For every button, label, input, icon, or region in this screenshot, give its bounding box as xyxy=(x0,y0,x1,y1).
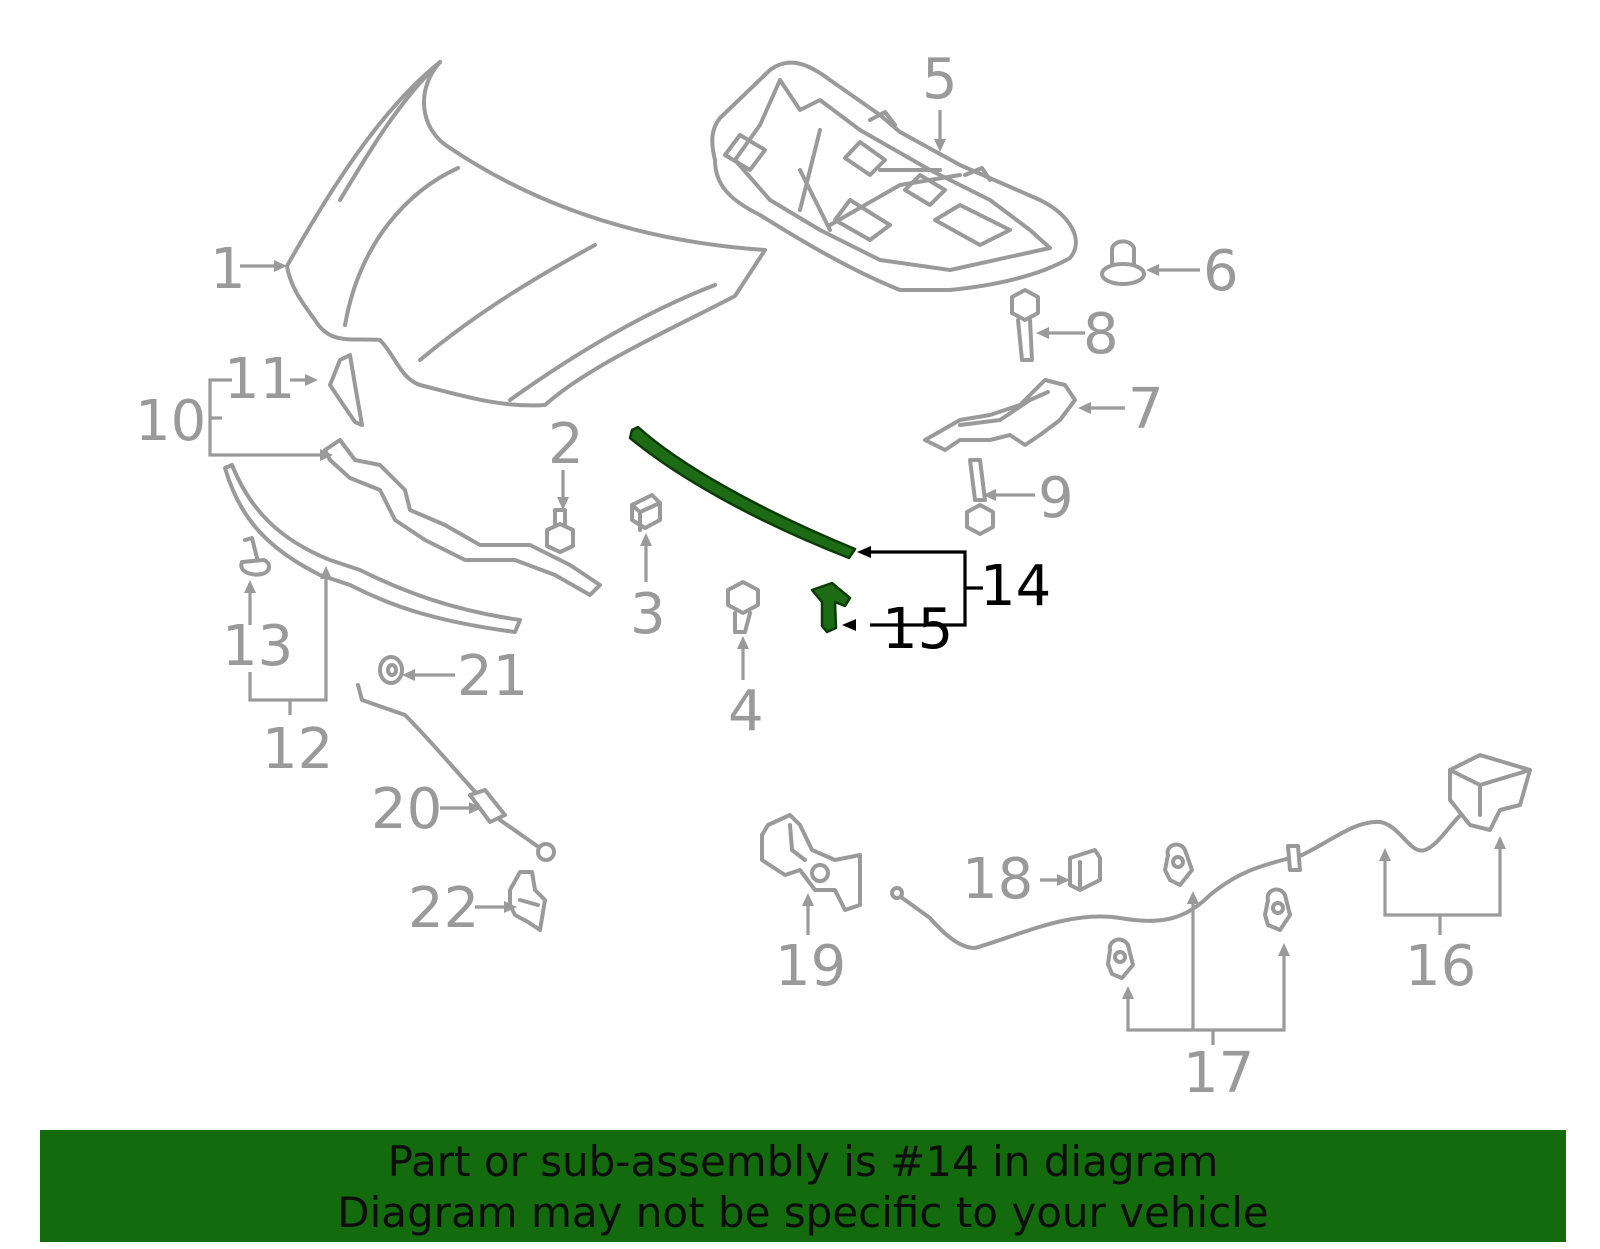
bolt-8 xyxy=(1010,288,1040,362)
callout-3: 3 xyxy=(630,582,666,647)
hood-panel xyxy=(285,60,767,408)
hood-latch-19 xyxy=(760,813,862,912)
callout-16: 16 xyxy=(1405,934,1476,999)
callout-22: 22 xyxy=(408,876,479,941)
callout-6: 6 xyxy=(1203,239,1239,304)
leader-lines xyxy=(208,110,1506,1045)
callout-14: 14 xyxy=(980,554,1051,619)
callout-4: 4 xyxy=(728,679,764,744)
callout-8: 8 xyxy=(1083,302,1119,367)
cable-clips-17 xyxy=(1106,842,1292,980)
callout-10: 10 xyxy=(135,389,206,454)
push-clip-6 xyxy=(1100,239,1146,286)
callout-2: 2 xyxy=(548,412,584,477)
callout-12: 12 xyxy=(262,717,333,782)
clip-15 xyxy=(810,581,852,634)
clip-22 xyxy=(508,870,547,932)
info-banner: Part or sub-assembly is #14 in diagram D… xyxy=(40,1130,1566,1242)
hood-insulator xyxy=(710,60,1078,292)
callout-9: 9 xyxy=(1038,466,1074,531)
callout-17: 17 xyxy=(1183,1041,1254,1106)
stud-2 xyxy=(545,508,575,554)
clip-18 xyxy=(1068,848,1102,892)
callout-18: 18 xyxy=(962,847,1033,912)
callout-21: 21 xyxy=(457,644,528,709)
release-cable-16 xyxy=(890,753,1532,950)
nut-21 xyxy=(378,655,404,685)
callout-11: 11 xyxy=(224,347,295,412)
weatherstrip-14 xyxy=(628,425,857,560)
hood-seal-10 xyxy=(323,438,602,597)
bolt-9 xyxy=(965,458,995,536)
clip-13 xyxy=(239,536,271,577)
bolt-4 xyxy=(726,580,760,634)
callout-19: 19 xyxy=(775,934,846,999)
prop-rod-20 xyxy=(356,683,556,862)
callout-20: 20 xyxy=(371,777,442,842)
callout-7: 7 xyxy=(1128,377,1164,442)
hood-hinge xyxy=(923,378,1077,452)
callout-1: 1 xyxy=(210,237,246,302)
banner-line-2: Diagram may not be specific to your vehi… xyxy=(337,1188,1269,1237)
bracket-11 xyxy=(328,353,364,427)
callout-15: 15 xyxy=(882,597,953,662)
leader-lines-highlighted xyxy=(842,546,983,631)
front-seal-12 xyxy=(223,463,522,634)
callout-labels: 1 2 3 4 5 6 7 8 9 10 11 12 13 14 15 16 1… xyxy=(135,47,1476,1106)
callout-5: 5 xyxy=(922,47,958,112)
callout-13: 13 xyxy=(222,614,293,679)
clip-3 xyxy=(630,493,662,532)
banner-line-1: Part or sub-assembly is #14 in diagram xyxy=(387,1137,1219,1186)
